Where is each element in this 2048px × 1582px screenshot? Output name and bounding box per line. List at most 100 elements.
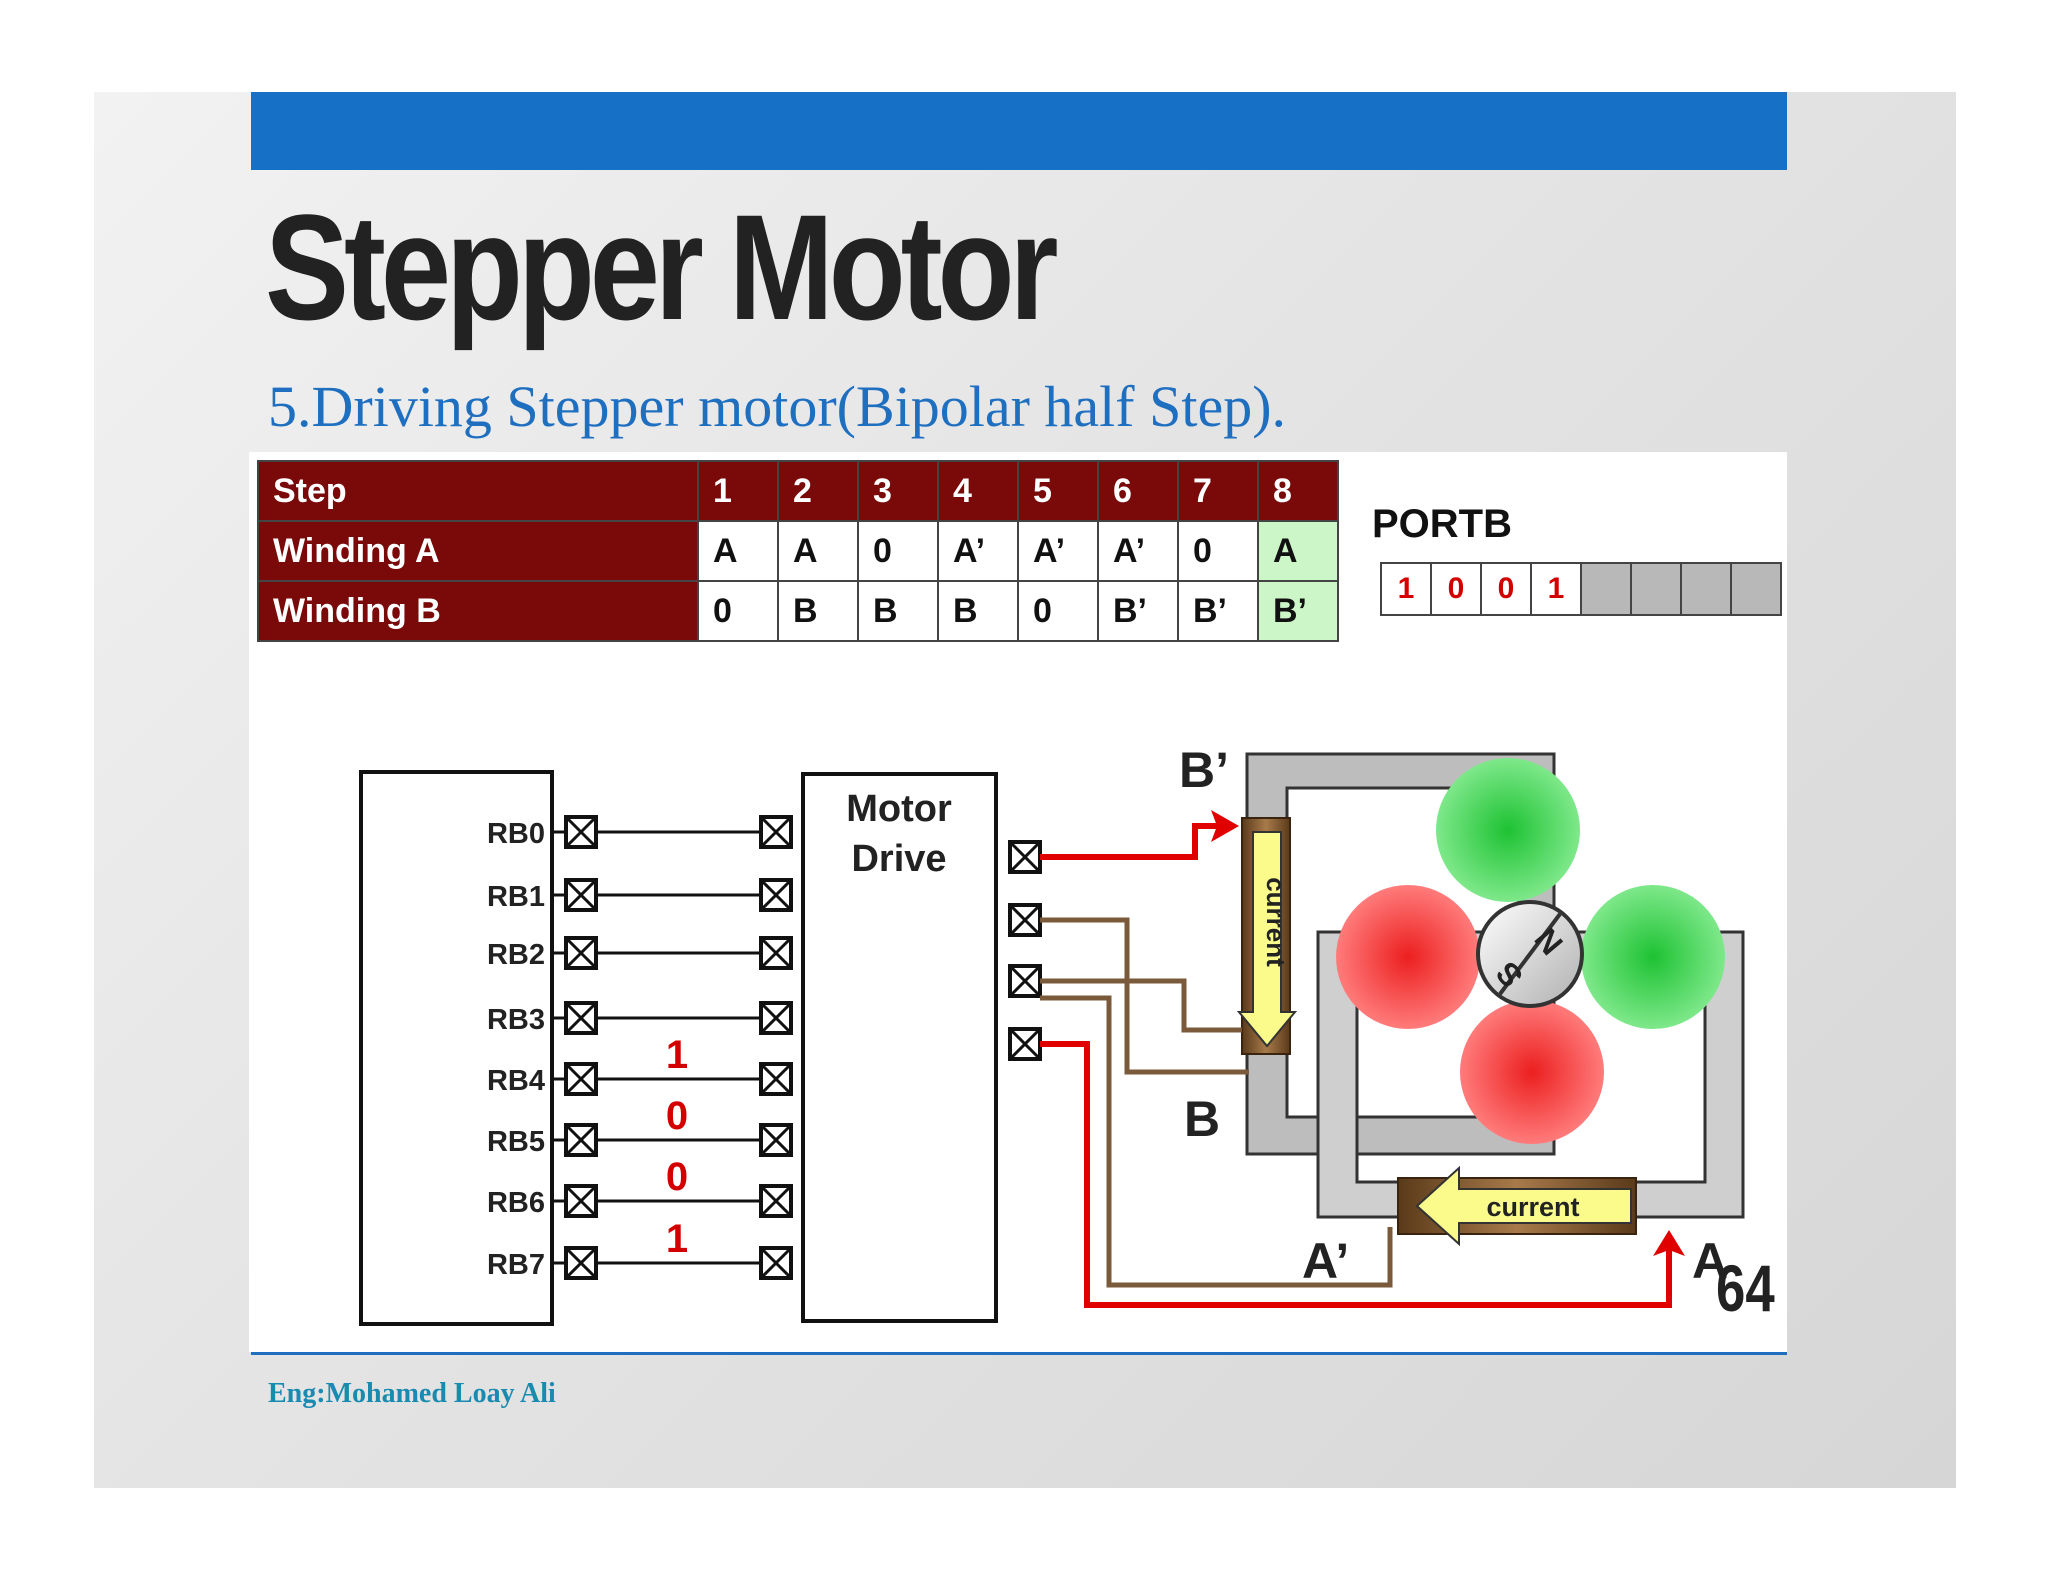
portb-label: PORTB [1372,502,1512,546]
portb-bit: 0 [1432,564,1482,614]
arrow-b-prime [1211,810,1239,842]
mcu-pin-terminal [564,936,598,970]
step-number: 7 [1177,460,1259,522]
rotor: N S [1476,900,1584,1008]
table-cell: 0 [697,580,779,642]
table-cell: A’ [1017,520,1099,582]
table-cell: B [937,580,1019,642]
driver-input-terminal [759,815,793,849]
pole-red-bottom [1460,1000,1604,1144]
page-title: Stepper Motor [265,183,1059,351]
driver-input-terminal [759,1184,793,1218]
step-number: 8 [1257,460,1339,522]
pin-value: 1 [666,1217,688,1261]
portb-bit-empty [1682,564,1732,614]
pin-row: RB5 0 [487,1094,793,1158]
current-arrow-down [1236,831,1298,1048]
wire-b-prime [1040,823,1229,860]
step-number: 5 [1017,460,1099,522]
coil-label-b: B [1184,1091,1220,1147]
step-number: 1 [697,460,779,522]
pin-value: 0 [666,1155,688,1199]
pole-green-right [1581,885,1725,1029]
motor-drive-box [801,772,998,1323]
driver-input-terminal [759,1123,793,1157]
pin-label: RB1 [487,881,545,913]
driver-output-terminals [1008,840,1042,1061]
driver-input-terminal [759,1246,793,1280]
pin-label: RB5 [487,1126,545,1158]
driver-input-terminal [759,936,793,970]
mcu-pin-terminal [564,1001,598,1035]
portb-register: 1 0 0 1 [1380,562,1782,616]
portb-bit-empty [1582,564,1632,614]
output-terminal [1008,903,1042,937]
mcu-pin-terminal [564,1062,598,1096]
table-row-step: Step 1 2 3 4 5 6 7 8 [257,460,1339,522]
pin-value: 0 [666,1094,688,1138]
table-cell: B’ [1097,580,1179,642]
wire-a [1040,1041,1672,1308]
table-cell: A’ [937,520,1019,582]
table-cell-highlighted: A [1257,520,1339,582]
winding-b-label: Winding B [257,580,699,642]
table-cell: A’ [1097,520,1179,582]
current-label-vertical: current [1261,877,1291,967]
step-header-label: Step [257,460,699,522]
table-row-winding-b: Winding B 0 B B B 0 B’ B’ B’ [257,580,1339,642]
pin-row: RB0 [487,815,793,850]
output-terminal [1008,840,1042,874]
table-cell: B [857,580,939,642]
pin-row: RB4 1 [487,1033,793,1097]
mcu-pin-terminal [564,1246,598,1280]
wire-b-link [1040,978,1242,1033]
pin-label: RB7 [487,1249,545,1281]
mcu-pin-terminal [564,1123,598,1157]
table-cell: B’ [1177,580,1259,642]
coil-label-b-prime: B’ [1179,742,1229,798]
portb-bit: 1 [1532,564,1582,614]
table-cell-highlighted: B’ [1257,580,1339,642]
pin-row: RB3 [487,1001,793,1036]
page-subtitle: 5.Driving Stepper motor(Bipolar half Ste… [268,374,1287,439]
portb-bit-empty [1732,564,1780,614]
pin-label: RB2 [487,939,545,971]
table-cell: 0 [1017,580,1099,642]
mcu-pin-terminal [564,815,598,849]
step-number: 6 [1097,460,1179,522]
pin-row: RB7 1 [487,1217,793,1281]
portb-bit-empty [1632,564,1682,614]
pin-label: RB0 [487,818,545,850]
motor-drive-label-line2: Drive [851,838,946,880]
driver-input-terminal [759,1001,793,1035]
pin-value: 1 [666,1033,688,1077]
microcontroller-box [359,770,554,1326]
title-bar [251,92,1787,170]
portb-bit: 1 [1382,564,1432,614]
pole-green-top [1436,758,1580,902]
winding-a-label: Winding A [257,520,699,582]
step-table: Step 1 2 3 4 5 6 7 8 Winding A A A 0 A’ … [257,460,1339,642]
arrow-a [1653,1230,1685,1256]
table-row-winding-a: Winding A A A 0 A’ A’ A’ 0 A [257,520,1339,582]
footer-divider [251,1352,1787,1355]
author-credit: Eng:Mohamed Loay Ali [268,1378,556,1409]
current-arrow-left [1415,1165,1632,1247]
pin-label: RB4 [487,1065,545,1097]
step-number: 3 [857,460,939,522]
pin-row: RB2 [487,936,793,971]
table-cell: B [777,580,859,642]
current-label-horizontal: current [1486,1192,1579,1222]
pole-red-left [1336,885,1480,1029]
table-cell: 0 [1177,520,1259,582]
step-number: 2 [777,460,859,522]
motor-drive-label-line1: Motor [846,788,952,830]
driver-input-terminal [759,878,793,912]
pin-row: RB1 [487,878,793,913]
pin-label: RB3 [487,1004,545,1036]
table-cell: 0 [857,520,939,582]
output-terminal [1008,1027,1042,1061]
wire-b [1040,917,1249,1075]
